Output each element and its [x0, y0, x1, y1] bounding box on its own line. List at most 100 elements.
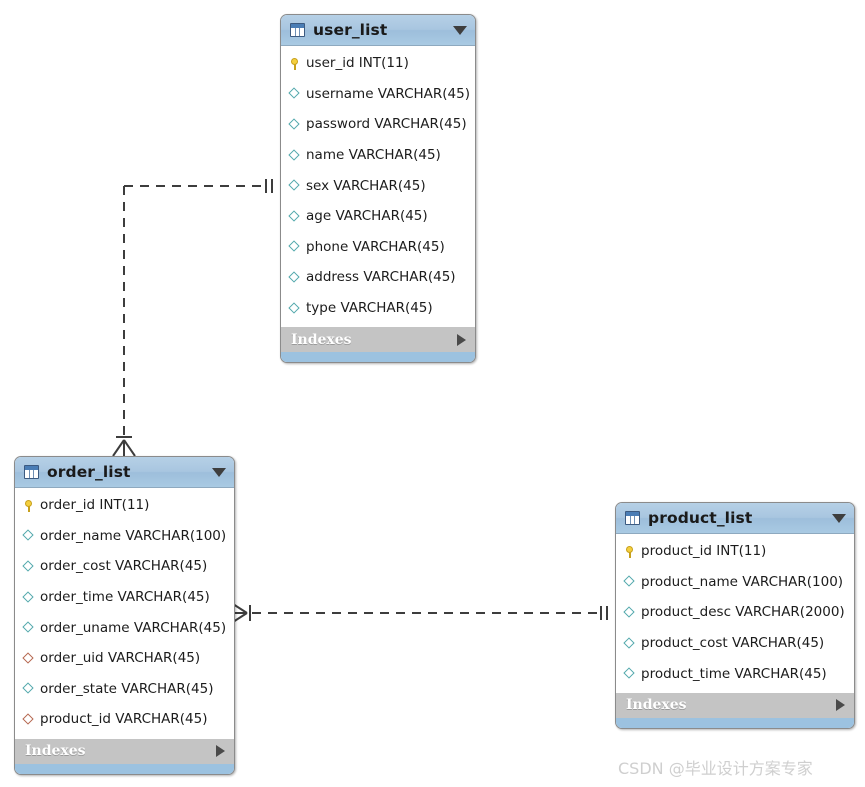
column-row[interactable]: order_cost VARCHAR(45) — [15, 551, 234, 582]
watermark: CSDN @毕业设计方案专家 — [618, 759, 813, 778]
column-label: username VARCHAR(45) — [306, 85, 471, 102]
diamond-icon — [288, 179, 301, 192]
cardinality-many-crowsfoot — [112, 439, 136, 457]
key-icon — [22, 499, 35, 512]
diamond-icon — [288, 118, 301, 131]
diamond-icon — [288, 302, 301, 315]
chevron-right-icon[interactable] — [216, 745, 225, 758]
column-row[interactable]: product_time VARCHAR(45) — [616, 658, 854, 689]
column-label: order_time VARCHAR(45) — [40, 589, 210, 606]
indexes-label: Indexes — [291, 331, 352, 348]
diamond-icon — [288, 87, 301, 100]
column-label: product_name VARCHAR(100) — [641, 573, 844, 590]
table-bottom-strip — [281, 352, 475, 363]
relationship-user-order[interactable] — [112, 179, 273, 457]
column-label: age VARCHAR(45) — [306, 208, 428, 225]
column-row[interactable]: sex VARCHAR(45) — [281, 170, 475, 201]
diamond-icon — [288, 149, 301, 162]
column-row[interactable]: username VARCHAR(45) — [281, 79, 475, 110]
column-row[interactable]: product_name VARCHAR(100) — [616, 567, 854, 598]
column-row[interactable]: product_id INT(11) — [616, 536, 854, 567]
column-row[interactable]: order_name VARCHAR(100) — [15, 521, 234, 552]
chevron-down-icon[interactable] — [212, 467, 226, 477]
diamond-icon — [623, 667, 636, 680]
column-row[interactable]: address VARCHAR(45) — [281, 262, 475, 293]
cardinality-many-crowsfoot-2 — [232, 603, 248, 623]
diamond-fk-icon — [22, 713, 35, 726]
key-icon — [288, 57, 301, 70]
indexes-section-user-list[interactable]: Indexes — [281, 326, 475, 353]
table-bottom-strip — [15, 763, 234, 774]
table-product-list[interactable]: product_list product_id INT(11) product_… — [615, 502, 855, 729]
column-label: sex VARCHAR(45) — [306, 177, 426, 194]
key-icon — [623, 545, 636, 558]
column-row[interactable]: order_uname VARCHAR(45) — [15, 612, 234, 643]
diamond-icon — [22, 682, 35, 695]
diamond-icon — [288, 240, 301, 253]
chevron-right-icon[interactable] — [457, 333, 466, 346]
column-label: order_id INT(11) — [40, 497, 150, 514]
diamond-icon — [623, 606, 636, 619]
column-list-user-list: user_id INT(11) username VARCHAR(45) pas… — [281, 46, 475, 327]
column-label: product_time VARCHAR(45) — [641, 665, 827, 682]
diamond-icon — [22, 621, 35, 634]
table-title: order_list — [47, 463, 131, 481]
diamond-icon — [22, 560, 35, 573]
column-row[interactable]: order_uid VARCHAR(45) — [15, 643, 234, 674]
column-row[interactable]: user_id INT(11) — [281, 48, 475, 79]
diamond-icon — [288, 210, 301, 223]
table-icon — [24, 465, 39, 479]
column-label: phone VARCHAR(45) — [306, 238, 445, 255]
table-header-user-list[interactable]: user_list — [281, 15, 475, 46]
column-label: password VARCHAR(45) — [306, 116, 467, 133]
column-label: order_cost VARCHAR(45) — [40, 558, 208, 575]
table-title: user_list — [313, 21, 388, 39]
diamond-icon — [623, 575, 636, 588]
chevron-right-icon[interactable] — [836, 699, 845, 712]
column-row[interactable]: age VARCHAR(45) — [281, 201, 475, 232]
column-label: order_name VARCHAR(100) — [40, 527, 227, 544]
chevron-down-icon[interactable] — [832, 513, 846, 523]
column-row[interactable]: order_time VARCHAR(45) — [15, 582, 234, 613]
table-icon — [625, 511, 640, 525]
column-label: order_uid VARCHAR(45) — [40, 650, 201, 667]
indexes-label: Indexes — [25, 743, 86, 760]
column-label: product_id VARCHAR(45) — [40, 711, 208, 728]
indexes-label: Indexes — [626, 697, 687, 714]
diamond-icon — [22, 591, 35, 604]
column-label: address VARCHAR(45) — [306, 269, 456, 286]
column-label: product_desc VARCHAR(2000) — [641, 604, 845, 621]
relationship-order-product[interactable] — [232, 603, 608, 623]
column-row[interactable]: order_id INT(11) — [15, 490, 234, 521]
table-header-order-list[interactable]: order_list — [15, 457, 234, 488]
column-row[interactable]: order_state VARCHAR(45) — [15, 674, 234, 705]
indexes-section-product-list[interactable]: Indexes — [616, 691, 854, 718]
column-label: product_cost VARCHAR(45) — [641, 635, 825, 652]
column-label: type VARCHAR(45) — [306, 300, 433, 317]
diamond-icon — [22, 529, 35, 542]
diamond-icon — [288, 271, 301, 284]
column-row[interactable]: product_desc VARCHAR(2000) — [616, 597, 854, 628]
table-order-list[interactable]: order_list order_id INT(11) order_name V… — [14, 456, 235, 775]
column-label: user_id INT(11) — [306, 55, 409, 72]
column-label: product_id INT(11) — [641, 543, 767, 560]
indexes-section-order-list[interactable]: Indexes — [15, 737, 234, 764]
table-user-list[interactable]: user_list user_id INT(11) username VARCH… — [280, 14, 476, 364]
table-header-product-list[interactable]: product_list — [616, 503, 854, 534]
chevron-down-icon[interactable] — [453, 25, 467, 35]
column-row[interactable]: product_id VARCHAR(45) — [15, 704, 234, 735]
table-title: product_list — [648, 509, 753, 527]
column-row[interactable]: product_cost VARCHAR(45) — [616, 628, 854, 659]
column-list-order-list: order_id INT(11) order_name VARCHAR(100)… — [15, 488, 234, 738]
table-bottom-strip — [616, 717, 854, 728]
diamond-fk-icon — [22, 652, 35, 665]
column-row[interactable]: name VARCHAR(45) — [281, 140, 475, 171]
table-icon — [290, 23, 305, 37]
column-row[interactable]: type VARCHAR(45) — [281, 293, 475, 324]
column-row[interactable]: phone VARCHAR(45) — [281, 232, 475, 263]
column-row[interactable]: password VARCHAR(45) — [281, 109, 475, 140]
column-label: name VARCHAR(45) — [306, 147, 441, 164]
column-label: order_uname VARCHAR(45) — [40, 619, 227, 636]
column-label: order_state VARCHAR(45) — [40, 680, 214, 697]
